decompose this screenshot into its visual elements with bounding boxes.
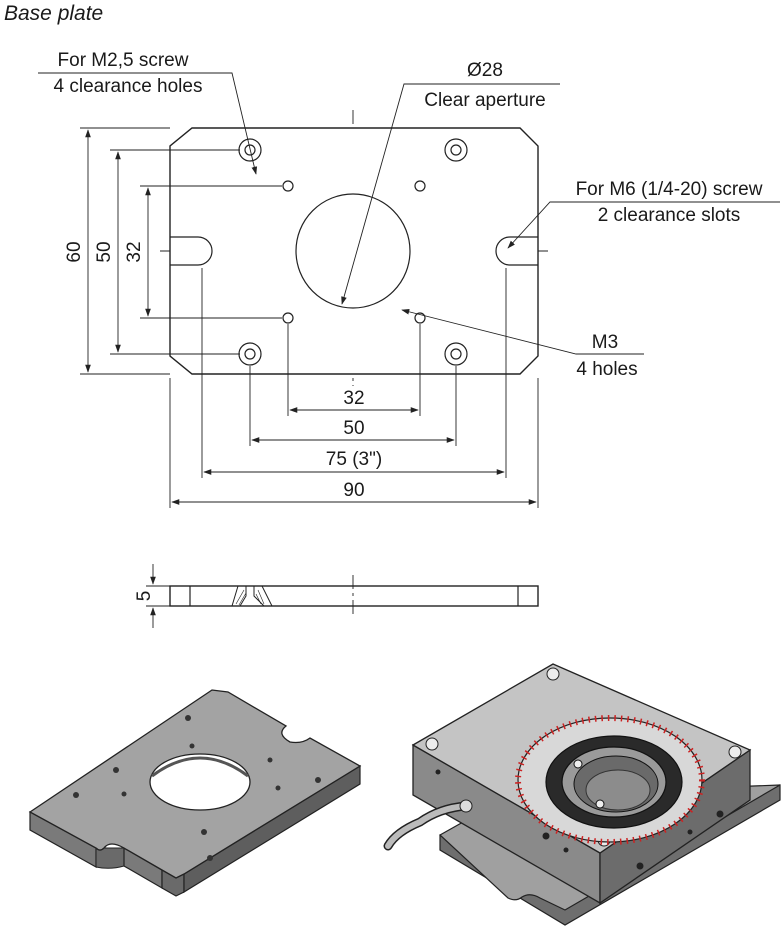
callout-m3-line1: M3	[592, 332, 618, 353]
scale-graduations	[515, 715, 705, 845]
plate-side-profile	[169, 585, 539, 607]
leader-aperture	[341, 83, 560, 305]
leader-m25	[38, 72, 258, 175]
leader-m6	[507, 201, 780, 249]
base-plate-outline	[169, 127, 539, 375]
counterbore-section-right	[253, 585, 273, 607]
leader-m3	[401, 309, 644, 355]
callout-m3-line2: 4 holes	[576, 359, 637, 380]
callout-m25-line1: For M2,5 screw	[58, 50, 189, 71]
callout-m6-line2: 2 clearance slots	[598, 205, 741, 226]
dim-width-90: 90	[343, 480, 364, 501]
dim-thickness-5: 5	[134, 591, 155, 602]
dim-height-60: 60	[64, 241, 85, 262]
adjustment-knob	[385, 803, 469, 849]
isometric-rotation-stage	[383, 663, 781, 926]
dim-width-32: 32	[343, 388, 364, 409]
dim-height-50: 50	[94, 241, 115, 262]
slot-right	[495, 236, 538, 266]
callout-m6-line1: For M6 (1/4-20) screw	[576, 179, 763, 200]
callout-m25-line2: 4 clearance holes	[54, 76, 203, 97]
side-view: 5	[134, 564, 539, 628]
callout-aperture-line1: Ø28	[467, 60, 503, 81]
dim-width-50: 50	[343, 418, 364, 439]
dim-height-32: 32	[124, 241, 145, 262]
callout-aperture-line2: Clear aperture	[424, 90, 545, 111]
clear-aperture	[295, 193, 411, 309]
iso-aperture	[149, 753, 251, 811]
dim-width-75: 75 (3")	[326, 449, 382, 470]
drawing-title: Base plate	[4, 2, 103, 25]
top-view: 60 50 32 32 50 75 (3") 90 For M2,5 screw…	[38, 50, 780, 508]
counterbore-section-left	[231, 585, 247, 607]
slot-left	[170, 236, 213, 266]
m3-holes	[282, 180, 426, 324]
isometric-base-plate	[28, 689, 362, 897]
